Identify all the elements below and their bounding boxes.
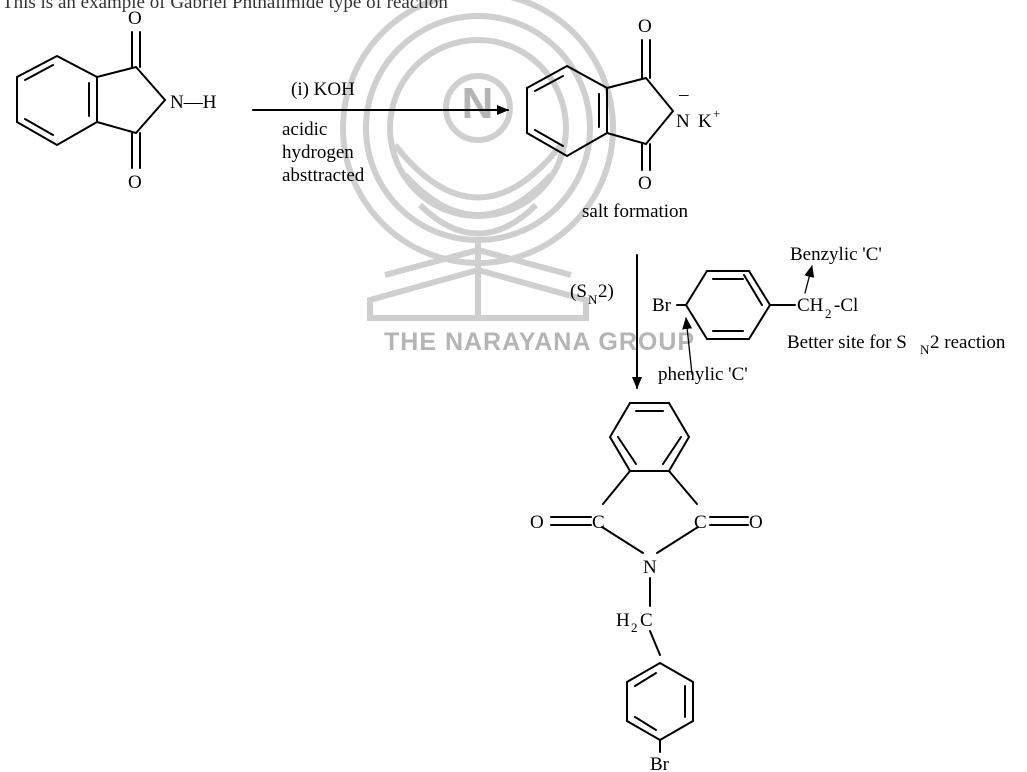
watermark-monogram: N (462, 79, 495, 128)
potassium-phthalimide-salt: O O N – K + salt formation (526, 16, 720, 222)
product-ring-bonds (608, 402, 691, 472)
reactant-o-bottom: O (128, 172, 142, 193)
product-bond-ring-cright (668, 470, 698, 505)
better-site-pre: Better site for S (787, 332, 907, 353)
product-o-right: O (749, 512, 763, 533)
step1-reagent: (i) KOH (291, 79, 355, 100)
salt-k-plus: + (713, 106, 720, 121)
salt-o-top: O (638, 16, 652, 37)
watermark-emblem-icon (340, 0, 616, 321)
watermark: N THE NARAYANA GROUP (340, 0, 695, 356)
watermark-text: THE NARAYANA GROUP (384, 328, 695, 356)
better-site-post: 2 reaction (930, 332, 1006, 353)
product-h2c-h: H (616, 610, 630, 631)
salt-n-minus: – (678, 84, 689, 105)
bromobenzyl-chloride: Br CH 2 -Cl Benzylic 'C' phenylic 'C' Be… (652, 244, 1006, 385)
product-bond-ch2-ring (649, 630, 661, 656)
product-o-left: O (530, 512, 544, 533)
halide-br: Br (652, 295, 672, 316)
phenylic-label: phenylic 'C' (658, 364, 748, 385)
halide-cl: -Cl (834, 295, 858, 316)
step2-mech-close: 2) (598, 281, 614, 302)
phenylic-pointer (682, 317, 693, 375)
salt-n-label: N (676, 111, 690, 132)
product-c-right: C (694, 512, 707, 533)
halide-ch-sub: 2 (825, 306, 832, 321)
reactant-o-top: O (128, 8, 142, 29)
step2: (S N 2) (570, 254, 642, 389)
phthalimide-reactant: O O N—H (16, 8, 217, 193)
halide-ring-bonds (676, 270, 794, 340)
step2-mech-open: (S (570, 281, 587, 302)
reactant-nh-label: N—H (170, 92, 217, 113)
n-bromobenzyl-phthalimide-product: O C C O N H 2 C Br (530, 402, 763, 772)
product-br: Br (650, 754, 670, 772)
product-bond-cleft-n (601, 526, 644, 554)
step1: (i) KOH acidic hydrogen absttracted (252, 79, 509, 186)
product-h2c-c: C (640, 610, 653, 631)
better-site-sub: N (920, 342, 930, 357)
salt-bonds (526, 39, 675, 171)
salt-o-bottom: O (638, 173, 652, 194)
step1-note-line-2: hydrogen (282, 142, 354, 163)
step2-mech-sub: N (588, 292, 598, 307)
header-text: This is an example of Gabriel Phthalimid… (2, 0, 448, 13)
halide-ch: CH (797, 295, 824, 316)
product-aryl-ring-bonds (626, 661, 694, 742)
phthalimide-bonds (16, 31, 167, 169)
step1-note-line-1: acidic (282, 119, 327, 140)
salt-caption: salt formation (582, 201, 689, 222)
product-bond-cright-n (656, 526, 699, 554)
product-c-left: C (592, 512, 605, 533)
benzylic-label: Benzylic 'C' (790, 244, 882, 265)
step1-note-line-3: absttracted (282, 165, 365, 186)
benzylic-pointer (804, 265, 815, 294)
salt-k-label: K (698, 111, 712, 132)
product-n: N (643, 557, 657, 578)
product-h2c-sub: 2 (631, 620, 638, 635)
product-bond-ring-cleft (602, 470, 631, 505)
